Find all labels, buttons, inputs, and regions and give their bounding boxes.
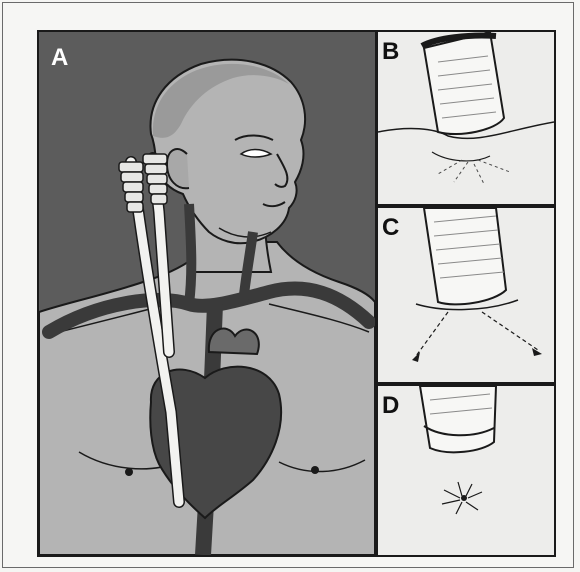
catheter-hub-left <box>119 162 143 212</box>
panel-label-b: B <box>382 40 399 64</box>
catheter-hub-right <box>143 154 167 204</box>
panel-label-d: D <box>382 394 399 418</box>
panel-d-exit-site: D <box>378 386 554 555</box>
figure-inner: A B <box>37 30 556 557</box>
torso-illustration <box>39 32 375 555</box>
skin-exit-site-illustration <box>378 208 554 382</box>
panel-b-exit-site: B <box>378 32 554 204</box>
nipple-right <box>311 466 319 474</box>
panel-c-exit-site: C <box>378 208 554 382</box>
panel-a-torso-illustration: A <box>39 32 375 555</box>
skin-exit-site-illustration <box>378 386 554 555</box>
skin-exit-site-illustration <box>378 32 554 204</box>
nipple-left <box>125 468 133 476</box>
panel-label-a: A <box>51 46 68 70</box>
panel-label-c: C <box>382 216 399 240</box>
jugular-vein-left <box>189 204 191 304</box>
figure-frame: A B <box>2 2 574 568</box>
